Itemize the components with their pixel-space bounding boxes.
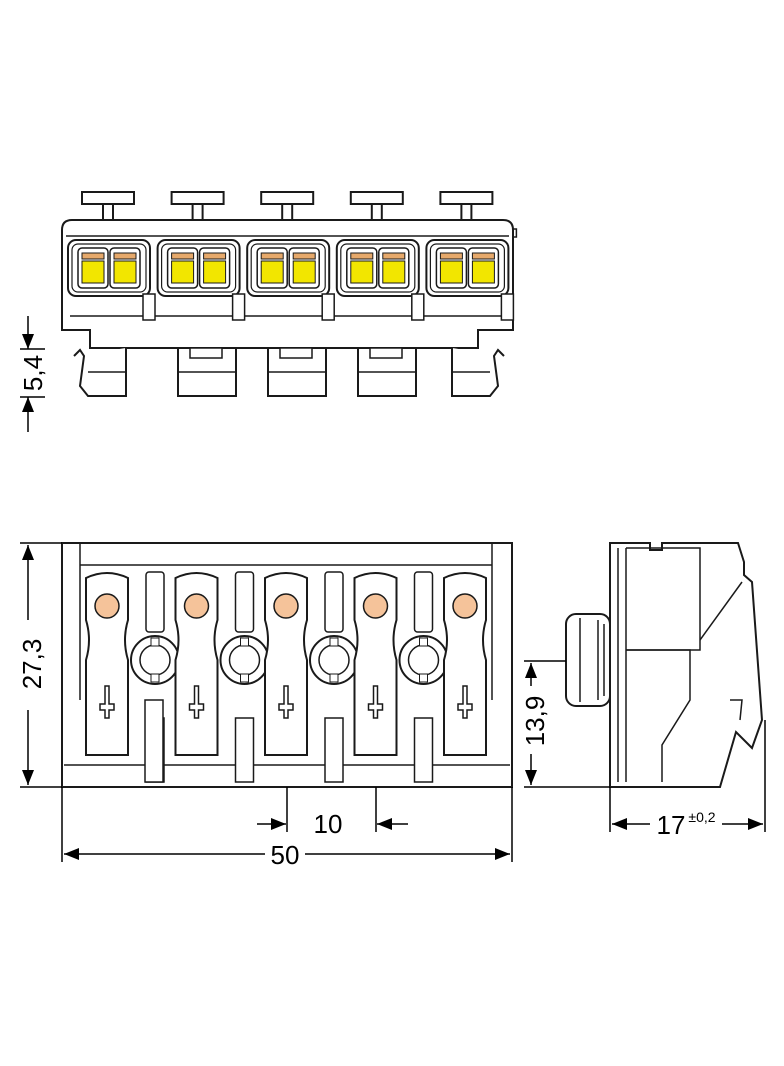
key-ring-inner: [139, 644, 171, 676]
module-slot: [321, 293, 335, 321]
pusher-top: [203, 252, 227, 260]
pusher-top: [81, 252, 105, 260]
mounting-foot-notch: [189, 347, 223, 359]
key-notch-bottom: [329, 673, 339, 683]
contact-dot: [452, 593, 478, 619]
bottom-key-left: [144, 699, 164, 783]
pusher-top: [260, 252, 284, 260]
contact-slot: [85, 572, 129, 756]
pusher-top: [382, 252, 406, 260]
dimension-10: 10: [257, 787, 408, 839]
contact-dot: [94, 593, 120, 619]
key-notch-bottom: [240, 673, 249, 683]
dim-label-50: 50: [271, 840, 300, 870]
pusher-face: [350, 260, 374, 284]
contact-dot: [183, 593, 210, 619]
dim-label-17: 17: [657, 810, 686, 840]
dim-label-13-9: 13,9: [520, 696, 550, 747]
module-slot: [231, 293, 246, 321]
dimension-13-9: 13,9: [520, 660, 610, 788]
pusher-face: [171, 260, 195, 284]
pusher-face: [471, 260, 495, 284]
bottom-key: [234, 717, 255, 783]
test-mark: [278, 685, 294, 719]
contact-slot: [264, 572, 308, 756]
side-plug: [565, 613, 611, 707]
contact-slot: [443, 572, 487, 756]
pusher-top: [350, 252, 374, 260]
pusher-face: [260, 260, 284, 284]
test-mark: [367, 685, 384, 719]
dimension-17: 17 ±0,2: [609, 720, 766, 840]
test-mark: [457, 685, 473, 719]
clamp-module-inner: [429, 243, 505, 293]
mounting-foot-notch: [279, 347, 313, 359]
clamp-module-inner: [71, 243, 147, 293]
lever-tab: [439, 191, 494, 205]
dim-label-5-4: 5,4: [18, 355, 48, 391]
key-column: [324, 571, 344, 633]
lever-tab: [170, 191, 225, 205]
contact-slot: [174, 572, 219, 756]
pusher-face: [113, 260, 137, 284]
key-ring-inner: [318, 644, 350, 676]
module-slot: [411, 293, 425, 321]
module-slot: [500, 293, 515, 321]
bottom-key: [324, 717, 344, 783]
key-ring-inner: [407, 644, 440, 676]
key-notch-top: [419, 637, 428, 647]
pusher-face: [382, 260, 406, 284]
side-view-body: [609, 542, 764, 788]
lever-tab: [260, 191, 315, 205]
dim-label-10: 10: [314, 809, 343, 839]
clamp-module-inner: [250, 243, 326, 293]
lever-tab: [81, 191, 135, 205]
pusher-top: [439, 252, 463, 260]
mounting-feet: [73, 347, 505, 397]
front-view: [61, 542, 513, 788]
pusher-top: [171, 252, 195, 260]
pusher-top: [471, 252, 495, 260]
contact-dot: [273, 593, 299, 619]
pusher-top: [113, 252, 137, 260]
clamp-modules: [67, 239, 515, 321]
key-notch-top: [329, 637, 339, 647]
pusher-face: [292, 260, 316, 284]
contact-dot: [362, 593, 389, 619]
clamp-module-inner: [340, 243, 416, 293]
pusher-face: [81, 260, 105, 284]
key-column: [145, 571, 165, 633]
key-notch-bottom: [419, 673, 428, 683]
key-notch-top: [150, 637, 160, 647]
contact-slot: [353, 572, 398, 756]
key-notch-bottom: [150, 673, 160, 683]
dim-tolerance-17: ±0,2: [688, 809, 715, 825]
mounting-foot-notch: [369, 347, 403, 359]
pusher-face: [203, 260, 227, 284]
module-slot: [142, 293, 156, 321]
dim-label-27-3: 27,3: [17, 639, 47, 690]
key-column: [234, 571, 255, 633]
contact-slots: [85, 571, 487, 783]
test-mark: [99, 685, 115, 719]
bottom-key: [413, 717, 434, 783]
dimension-50: 50: [61, 787, 513, 870]
pusher-face: [439, 260, 463, 284]
key-ring-inner: [228, 644, 261, 676]
lever-tab: [349, 191, 404, 205]
key-column: [413, 571, 434, 633]
pusher-top: [292, 252, 316, 260]
test-mark: [188, 685, 205, 719]
key-notch-top: [240, 637, 249, 647]
top-view: [61, 191, 518, 397]
side-view: [565, 542, 764, 788]
dimension-5-4: 5,4: [18, 316, 48, 432]
clamp-module-inner: [161, 243, 237, 293]
dimension-27-3: 27,3: [17, 542, 62, 788]
